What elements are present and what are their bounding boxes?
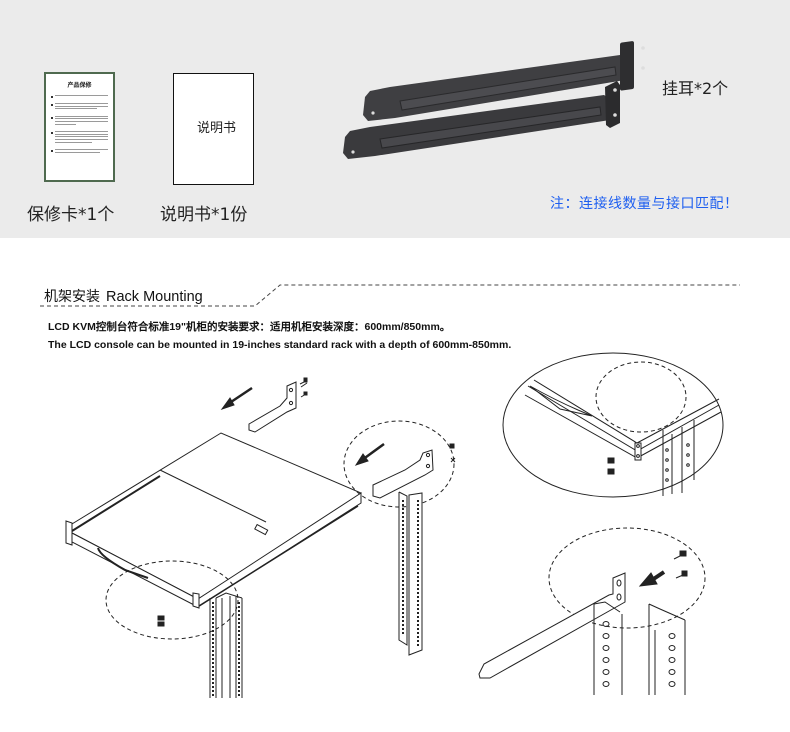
rack-post-icon [398, 491, 423, 656]
manual-cover-text: 说明书 [196, 120, 236, 136]
detail-circle [343, 420, 455, 508]
section-title-cn: 机架安装 [44, 289, 100, 305]
direction-arrow-icon [638, 570, 666, 587]
warranty-card-paragraph [51, 130, 108, 144]
warranty-card-paragraph [51, 115, 108, 126]
rack-post-icon [593, 601, 686, 695]
direction-arrow-icon [220, 386, 253, 410]
magnified-view-ellipse [502, 352, 724, 498]
rack-post-icon [209, 592, 243, 698]
rack-ear-bracket-icon [343, 81, 620, 159]
detail-circle [105, 560, 239, 640]
detail-circle [548, 527, 706, 629]
screw-icon [299, 377, 308, 388]
description-en: The LCD console can be mounted in 19-inc… [48, 339, 512, 351]
rack-ear-bracket-icon [363, 41, 645, 121]
console-rail-icon [524, 379, 722, 461]
rack-ear-brackets-image [343, 41, 645, 159]
detail-circle [595, 361, 687, 433]
cable-note: 注：连接线数量与接口匹配！ [550, 196, 739, 212]
screw-icon [607, 457, 615, 475]
warranty-card-paragraph [51, 148, 108, 154]
section-title-en: Rack Mounting [106, 289, 203, 305]
screw-icon [157, 615, 165, 627]
bracket-icon [372, 449, 434, 499]
section-title: 机架安装 Rack Mounting [44, 286, 203, 306]
manual-caption: 说明书*1份 [160, 205, 248, 225]
manual-image: 说明书 [173, 73, 254, 185]
screw-icon [300, 391, 308, 398]
description-cn: LCD KVM控制台符合标准19"机柜的安装要求：适用机柜安装深度：600mm/… [48, 321, 451, 333]
heading-dashed-divider [40, 284, 740, 307]
screw-icon [673, 550, 688, 579]
warranty-card-paragraph [51, 94, 108, 98]
rack-post-icon [662, 420, 695, 496]
accessories-panel [0, 0, 790, 238]
screw-icon [449, 443, 456, 463]
direction-arrow-icon [354, 442, 385, 466]
rack-ears-caption: 挂耳*2个 [662, 79, 729, 98]
warranty-card-paragraph [51, 102, 108, 111]
bracket-icon [248, 381, 297, 433]
bracket-icon [478, 572, 626, 679]
warranty-card-image: 产品保修 [44, 72, 115, 182]
warranty-card-title: 产品保修 [67, 82, 92, 89]
lcd-console-icon [65, 432, 362, 609]
warranty-card-caption: 保修卡*1个 [27, 205, 115, 225]
